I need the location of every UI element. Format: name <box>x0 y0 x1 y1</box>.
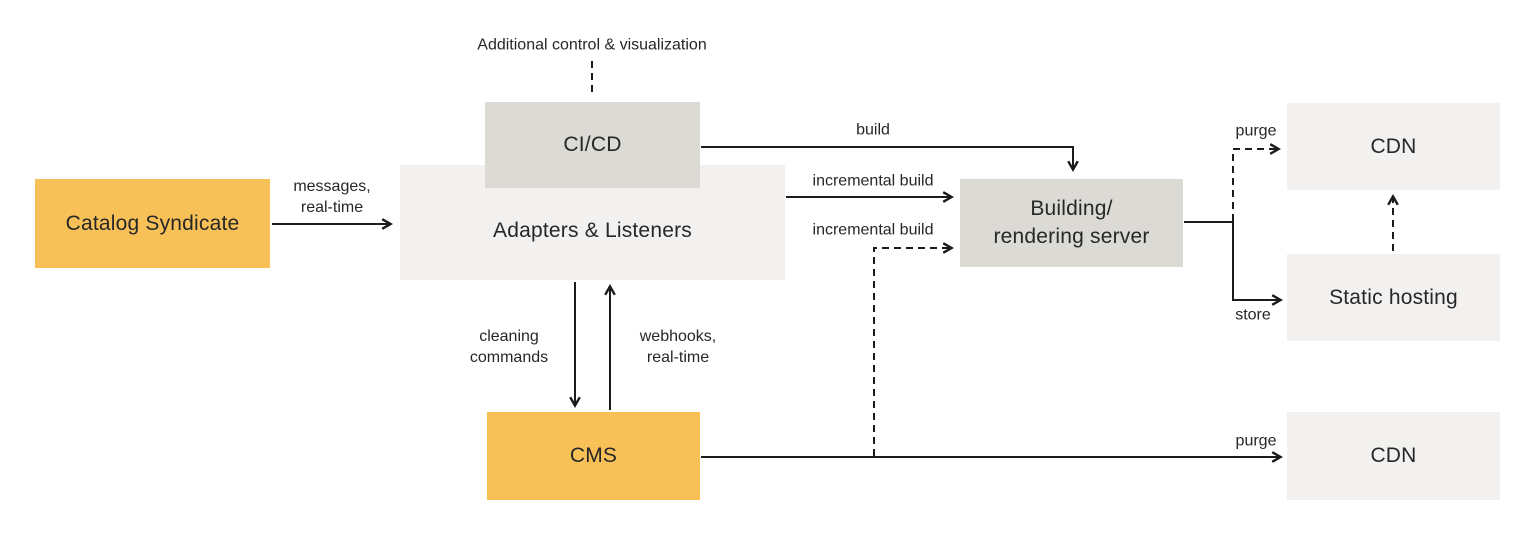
edge-label-cleaning-commands: cleaning commands <box>469 328 549 366</box>
node-cdn-bottom: CDN <box>1287 412 1500 500</box>
node-cdn-top: CDN <box>1287 103 1500 190</box>
edge-purge-top <box>1232 143 1282 221</box>
edge-label-incremental-build-top: incremental build <box>812 172 934 190</box>
edge-label-purge-top: purge <box>1235 122 1277 140</box>
edge-store <box>1184 221 1284 306</box>
edge-label-webhooks-real-time: webhooks, real-time <box>639 328 717 366</box>
node-cms: CMS <box>487 412 700 500</box>
edge-label-store: store <box>1235 306 1271 324</box>
edge-incremental-build-dashed <box>873 242 955 456</box>
node-building-rendering-server: Building/ rendering server <box>960 179 1183 267</box>
edge-label-purge-bottom: purge <box>1235 432 1277 450</box>
edge-label-messages-real-time: messages, real-time <box>293 178 371 216</box>
edge-label-additional-control: Additional control & visualization <box>477 36 707 54</box>
edge-label-incremental-build-bottom: incremental build <box>812 221 934 239</box>
node-ci-cd: CI/CD <box>485 102 700 188</box>
node-catalog-syndicate: Catalog Syndicate <box>35 179 270 268</box>
node-static-hosting: Static hosting <box>1287 254 1500 341</box>
edge-label-build: build <box>856 121 890 139</box>
